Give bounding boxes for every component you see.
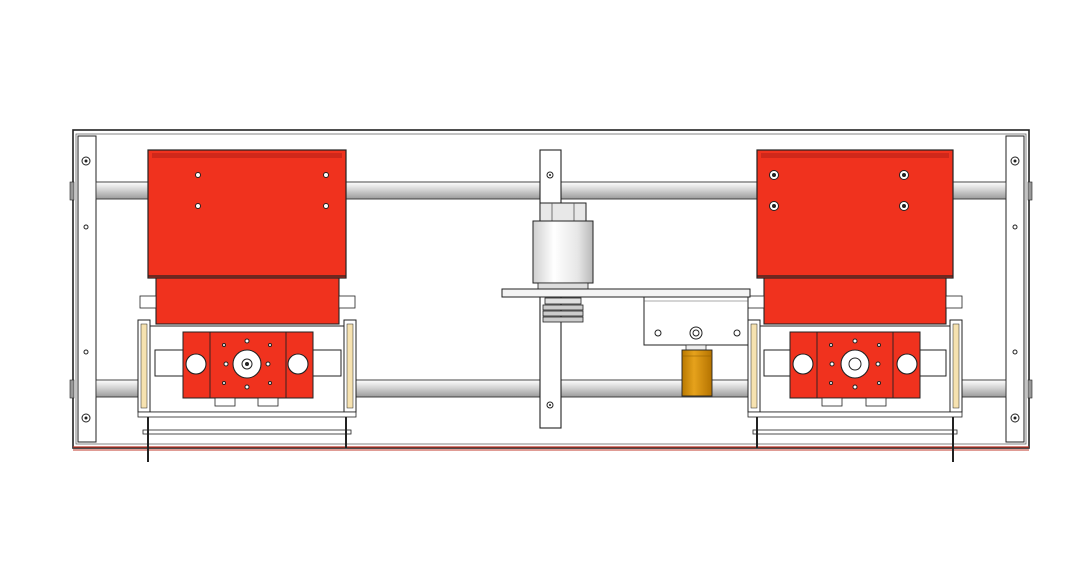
- left-red-actuator-unit: [137, 149, 357, 462]
- right-red-actuator-unit: [747, 149, 963, 462]
- center-assembly: [501, 149, 751, 429]
- frame: [69, 129, 1033, 451]
